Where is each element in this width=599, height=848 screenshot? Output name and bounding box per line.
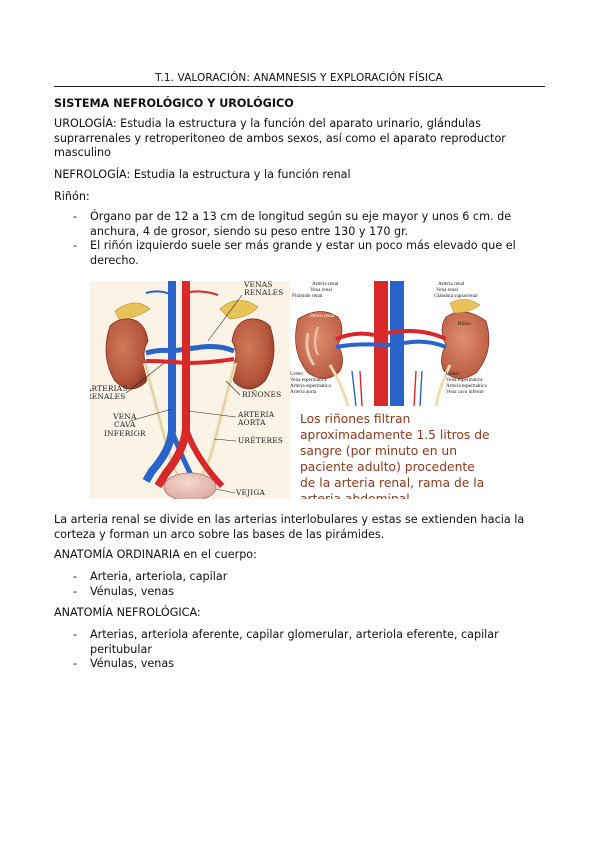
renal-vessels-illustration: Arteria renal Vena renal Pirámide renal … [290,281,490,499]
label-arteria-espermatica-right: Arteria espermática [446,383,487,389]
list-item: Vénulas, venas [54,657,534,672]
urinary-system-drawing [105,281,275,499]
label-glandula-suprarrenal: Glándula suprarrenal [434,293,478,299]
label-vejiga: VEJIGA [236,488,266,497]
label-arterias-renales: ARTERIASRENALES [90,384,128,402]
urologia-line-1: UROLOGÍA: Estudia la estructura y la fun… [54,117,481,130]
header-rule [54,86,545,87]
urologia-paragraph: UROLOGÍA: Estudia la estructura y la fun… [54,117,549,161]
anatomia-ordinaria-title: ANATOMÍA ORDINARIA en el cuerpo: [54,548,257,561]
anatomia-nefrologica-list: Arterias, arteriola aferente, capilar gl… [54,628,534,672]
label-pelvis-renal: Pelvis renal [310,313,335,319]
arteria-renal-paragraph: La arteria renal se divide en las arteri… [54,513,525,541]
label-ureteres: URÉTERES [238,436,284,445]
list-item: Órgano par de 12 a 13 cm de longitud seg… [54,210,534,239]
list-item: Arterias, arteriola aferente, capilar gl… [54,628,534,657]
section-title: SISTEMA NEFROLÓGICO Y UROLÓGICO [54,97,294,110]
kidney-cross-section [295,311,343,379]
label-arteria-espermatica-left: Arteria espermática [290,383,331,389]
anatomia-ordinaria-list: Arteria, arteriola, capilar Vénulas, ven… [54,570,534,599]
right-kidney [105,318,149,390]
label-arteria-renal-left: Arteria renal [312,281,339,287]
label-rinones: RIÑONES [242,390,282,399]
rinon-list: Órgano par de 12 a 13 cm de longitud seg… [54,210,534,268]
list-item: Arteria, arteriola, capilar [54,570,534,585]
label-rinon: Riñón [458,321,471,327]
bladder [163,472,217,499]
label-arteria-renal-right: Arteria renal [438,281,465,287]
anatomia-nefrologica-title: ANATOMÍA NEFROLÓGICA: [54,606,201,619]
list-item: El riñón izquierdo suele ser más grande … [54,239,534,268]
left-kidney [231,318,275,390]
right-kidney-figure [441,311,490,379]
list-item: Vénulas, venas [54,585,534,600]
label-vena-espermatica-right: Vena espermática [446,377,483,383]
label-vena-renal-right: Vena renal [436,287,459,293]
renal-vessels-drawing [295,281,490,407]
page-header: T.1. VALORACIÓN: ANAMNESIS Y EXPLORACIÓN… [155,72,443,84]
label-ureter-right: Uréter [446,371,460,377]
label-arteria-aorta-right: Arteria aorta [290,389,317,395]
figure-caption: Los riñones filtran aproximadamente 1.5 … [300,412,490,499]
nefrologia-paragraph: NEFROLOGÍA: Estudia la estructura y la f… [54,168,351,181]
label-piramide-renal: Pirámide renal [292,293,323,299]
label-vena-cava-inferior: Vena cava inferior [446,389,485,395]
label-vena-renal-left: Vena renal [310,287,333,293]
urologia-line-3: masculino [54,146,111,159]
rinon-label: Riñón: [54,190,90,203]
label-vena-espermatica-left: Vena espermática [290,377,327,383]
label-ureter-left: Uréter [290,371,304,377]
urologia-line-2: suprarrenales y retroperitoneo de ambos … [54,131,506,145]
